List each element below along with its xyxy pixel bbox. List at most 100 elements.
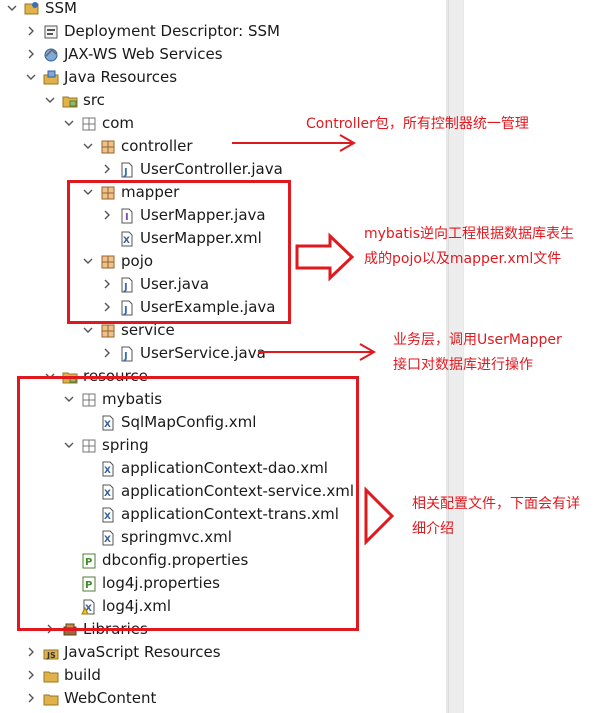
xml-file-icon: X [100, 461, 116, 477]
tree-item-label: WebContent [64, 689, 157, 707]
collapse-chevron-icon[interactable] [25, 71, 39, 85]
tree-item[interactable]: X UserMapper.xml [101, 227, 262, 250]
source-folder-icon [62, 93, 78, 109]
tree-item-label: JavaScript Resources [64, 643, 221, 661]
expand-chevron-icon[interactable] [25, 25, 39, 39]
tree-item-label: UserMapper.java [140, 206, 266, 224]
tree-item-label: mapper [121, 183, 180, 201]
expand-chevron-icon[interactable] [101, 347, 115, 361]
xml-file-icon: X [100, 507, 116, 523]
collapse-chevron-icon[interactable] [44, 94, 58, 108]
package-empty-icon [81, 116, 97, 132]
folder-icon [43, 668, 59, 684]
project-icon [24, 1, 40, 17]
java-interface-file-icon: I [119, 208, 135, 224]
tree-item[interactable]: src [44, 89, 105, 112]
package-icon [100, 139, 116, 155]
folder-icon [43, 691, 59, 707]
service-annotation-line2: 接口对数据库进行操作 [393, 357, 533, 373]
collapse-chevron-icon[interactable] [82, 186, 96, 200]
expand-chevron-icon[interactable] [101, 163, 115, 177]
tree-item-label: Deployment Descriptor: SSM [64, 22, 280, 40]
tree-item-label: log4j.properties [102, 574, 220, 592]
svg-text:P: P [85, 557, 92, 568]
expand-chevron-icon[interactable] [101, 301, 115, 315]
svg-text:I: I [125, 212, 129, 223]
expand-chevron-icon[interactable] [25, 48, 39, 62]
mapper-annotation-line2: 成的pojo以及mapper.xml文件 [364, 251, 562, 267]
tree-item[interactable]: pojo [82, 250, 153, 273]
expand-chevron-icon[interactable] [25, 646, 39, 660]
tree-item[interactable]: SSM [6, 0, 77, 20]
tree-item-label: UserExample.java [140, 298, 276, 316]
tree-item[interactable]: mapper [82, 181, 179, 204]
collapse-chevron-icon[interactable] [82, 140, 96, 154]
tree-item[interactable]: com [63, 112, 134, 135]
tree-item[interactable]: Java Resources [25, 66, 177, 89]
tree-item[interactable]: J User.java [101, 273, 209, 296]
tree-item[interactable]: mybatis [63, 388, 162, 411]
tree-item[interactable]: J UserExample.java [101, 296, 275, 319]
svg-text:JS: JS [46, 651, 56, 660]
tree-item-label: applicationContext-dao.xml [121, 459, 328, 477]
tree-item-label: log4j.xml [102, 597, 172, 615]
scrollbar-thumb[interactable] [448, 0, 463, 713]
tree-item[interactable]: controller [82, 135, 193, 158]
tree-item-label: User.java [140, 275, 210, 293]
xml-file-warning-icon: X [81, 599, 97, 615]
java-file-icon: J [119, 277, 135, 293]
collapse-chevron-icon[interactable] [63, 393, 77, 407]
expand-chevron-icon[interactable] [101, 209, 115, 223]
resource-annotation-line1: 相关配置文件，下面会有详 [412, 496, 580, 512]
tree-item[interactable]: service [82, 319, 175, 342]
deployment-descriptor-icon [43, 24, 59, 40]
tree-item[interactable]: I UserMapper.java [101, 204, 266, 227]
tree-item-label: mybatis [102, 390, 163, 408]
tree-item-label: SqlMapConfig.xml [121, 413, 257, 431]
web-services-icon [43, 47, 59, 63]
svg-text:X: X [123, 236, 130, 246]
java-file-icon: J [119, 162, 135, 178]
tree-item[interactable]: JAX-WS Web Services [25, 43, 223, 66]
expand-chevron-icon[interactable] [25, 669, 39, 683]
tree-item[interactable]: Deployment Descriptor: SSM [25, 20, 280, 43]
expand-chevron-icon[interactable] [101, 278, 115, 292]
vertical-scrollbar[interactable] [446, 0, 464, 713]
package-icon [100, 185, 116, 201]
tree-item-label: dbconfig.properties [102, 551, 249, 569]
collapse-chevron-icon[interactable] [82, 324, 96, 338]
collapse-chevron-icon[interactable] [63, 117, 77, 131]
collapse-chevron-icon[interactable] [6, 2, 20, 16]
svg-text:J: J [123, 167, 128, 178]
package-icon [100, 323, 116, 339]
tree-item[interactable]: JS JavaScript Resources [25, 641, 221, 664]
resource-annotation: 相关配置文件，下面会有详 细介绍 [412, 492, 580, 542]
java-file-icon: J [119, 300, 135, 316]
tree-item[interactable]: build [25, 664, 101, 687]
tree-item-label: com [102, 114, 135, 132]
tree-item-label: src [83, 91, 105, 109]
tree-item[interactable]: WebContent [25, 687, 156, 710]
mapper-pojo-highlight-box [67, 180, 291, 324]
tree-item-label: Java Resources [64, 68, 178, 86]
expand-chevron-icon[interactable] [25, 692, 39, 706]
collapse-chevron-icon[interactable] [63, 439, 77, 453]
xml-file-icon: X [119, 231, 135, 247]
service-annotation: 业务层，调用UserMapper 接口对数据库进行操作 [393, 328, 562, 378]
collapse-chevron-icon[interactable] [82, 255, 96, 269]
tree-item-label: UserService.java [140, 344, 266, 362]
tree-item[interactable]: spring [63, 434, 149, 457]
svg-text:J: J [123, 305, 128, 316]
tree-item-label: controller [121, 137, 193, 155]
tree-item-label: UserMapper.xml [140, 229, 262, 247]
